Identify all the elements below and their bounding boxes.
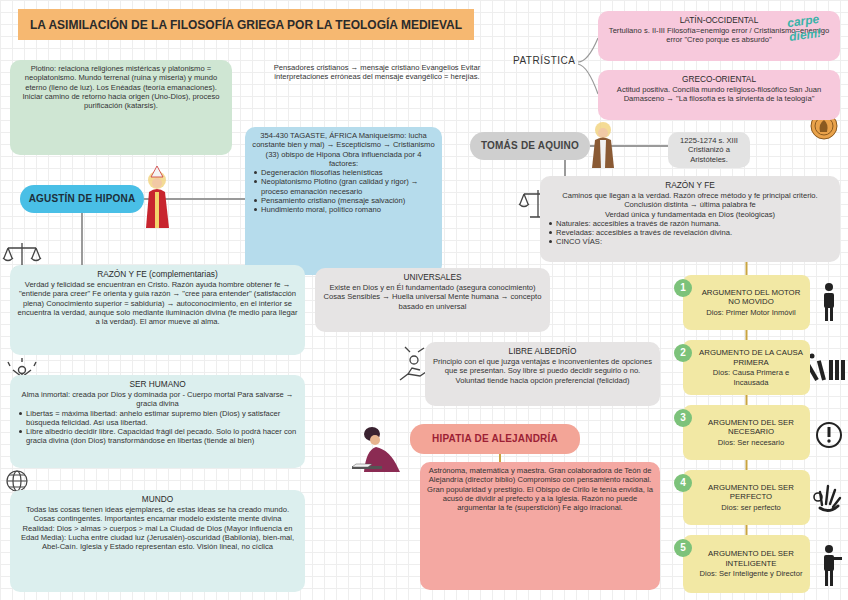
- box-heading: UNIVERSALES: [322, 272, 543, 282]
- box-text: Naturales: accesibles a través de razón …: [547, 219, 833, 228]
- box-heading: ARGUMENTO DE LA CAUSA PRIMERA: [699, 348, 803, 367]
- box-heading: LIBRE ALBEDRÍO: [432, 346, 653, 356]
- box-text: CINCO VÍAS:: [547, 237, 833, 246]
- domino-icon: [804, 354, 845, 382]
- text-box: RAZÓN Y FECaminos que llegan a la verdad…: [540, 176, 840, 262]
- box-text: Verdad y felicidad se encuentran en Cris…: [17, 280, 298, 326]
- box-text: HIPATIA DE ALEJANDRÍA: [417, 433, 573, 445]
- box-text: Degeneración filosofías helenísticas: [252, 168, 435, 177]
- callout-number: 5: [674, 539, 692, 557]
- hand-icon: [400, 347, 426, 380]
- bracket-line: [578, 38, 598, 94]
- box-heading: GRECO-ORIENTAL: [605, 74, 833, 84]
- connector-line: [500, 454, 501, 462]
- section-band: AGUSTÍN DE HIPONA: [20, 185, 144, 213]
- connector-line: [746, 525, 747, 535]
- box-text: Alma inmortal: creada por Dios y dominad…: [17, 390, 298, 409]
- box-heading: RAZÓN Y FE: [547, 180, 833, 190]
- box-text: Existe en Dios y en Él fundamentado (ase…: [322, 283, 543, 311]
- connector-line: [746, 330, 747, 340]
- title-band: LA ASIMILACIÓN DE LA FILOSOFÍA GRIEGA PO…: [18, 9, 474, 40]
- box-text: Actitud positiva. Concilia mundo religio…: [605, 85, 833, 104]
- box-text: Dios: Ser Inteligente y Director: [699, 569, 803, 578]
- argument-box: ARGUMENTO DEL SER INTELIGENTEDios: Ser I…: [683, 535, 810, 593]
- person-icon: [824, 283, 834, 321]
- box-text: Dios: Causa Primera e Incausada: [699, 368, 803, 387]
- connector-line: [746, 262, 747, 275]
- argument-box: ARGUMENTO DEL MOTOR NO MOVIDODios: Prime…: [683, 275, 810, 330]
- box-text: Libre albedrío decidir libre. Capacidad …: [17, 427, 298, 446]
- argument-box: ARGUMENTO DE LA CAUSA PRIMERADios: Causa…: [683, 340, 810, 395]
- box-text: Libertas = máxima libertad: anhelo estim…: [17, 409, 298, 428]
- text-box: SER HUMANOAlma inmortal: creada por Dios…: [10, 375, 305, 468]
- text-box: RAZÓN Y FE (complementarias)Verdad y fel…: [10, 265, 305, 355]
- text-box: MUNDOTodas las cosas tienen ideas ejempl…: [10, 490, 305, 592]
- box-text: Pensamiento cristiano (mensaje salvación…: [252, 196, 435, 205]
- text-box: Plotino: relaciona religiones mistéricas…: [10, 60, 232, 155]
- text-box: 1225-1274 s. XIII Cristianizó a Aristóte…: [668, 132, 750, 168]
- section-band: TOMÁS DE AQUINO: [470, 132, 590, 160]
- connector-path: [499, 454, 501, 462]
- box-text: Astrónoma, matemática y maestra. Gran co…: [427, 466, 653, 512]
- hand-icon: [814, 486, 840, 511]
- connector-path: [746, 330, 748, 340]
- box-text: Dios: Ser necesario: [699, 438, 803, 447]
- connector-line: [746, 460, 747, 470]
- box-heading: ARGUMENTO DEL SER PERFECTO: [699, 483, 803, 502]
- section-band: HIPATIA DE ALEJANDRÍA: [410, 424, 580, 454]
- callout-number: 1: [674, 279, 692, 297]
- text-box: Astrónoma, matemática y maestra. Gran co…: [420, 462, 660, 590]
- argument-box: ARGUMENTO DEL SER PERFECTODios: ser perf…: [683, 470, 810, 525]
- box-text: Dios: Primer Motor Inmóvil: [699, 308, 803, 317]
- text-box: GRECO-ORIENTALActitud positiva. Concilia…: [598, 70, 840, 120]
- text-box: LIBRE ALBEDRÍOPrincipio con el que juzga…: [425, 342, 660, 406]
- connector-path: [746, 525, 748, 535]
- box-text: 354-430 TAGASTE, ÁFRICA Maniqueísmo: luc…: [252, 131, 435, 168]
- connector-path: [81, 213, 83, 265]
- box-text: Caminos que llegan a la verdad. Razón of…: [547, 191, 833, 210]
- box-text: TOMÁS DE AQUINO: [477, 140, 583, 152]
- note-label: Pensadores cristianos → mensaje cristian…: [262, 63, 492, 82]
- box-text: Dios: ser perfecto: [699, 503, 803, 512]
- person-icon: [824, 545, 842, 586]
- connector-path: [746, 460, 748, 470]
- box-text: AGUSTÍN DE HIPONA: [27, 193, 137, 205]
- woman-figure: [352, 427, 400, 472]
- connector-path: [564, 160, 566, 176]
- box-text: Reveladas: accesibles a través de revela…: [547, 228, 833, 237]
- connector-line: [565, 160, 566, 176]
- callout-number: 4: [674, 474, 692, 492]
- callout-number: 3: [674, 409, 692, 427]
- box-heading: ARGUMENTO DEL SER INTELIGENTE: [699, 549, 803, 568]
- connector-path: [746, 262, 748, 275]
- box-text: 1225-1274 s. XIII Cristianizó a Aristóte…: [675, 136, 743, 164]
- saint-figure: [146, 166, 169, 228]
- note-label: PATRÍSTICA: [513, 55, 575, 66]
- callout-number: 2: [674, 344, 692, 362]
- box-text: Verdad única y fundamentada en Dios (teo…: [547, 210, 833, 219]
- saint-figure: [592, 122, 614, 168]
- box-heading: ARGUMENTO DEL SER NECESARIO: [699, 418, 803, 437]
- box-heading: MUNDO: [17, 494, 298, 504]
- connector-line: [746, 395, 747, 405]
- box-heading: SER HUMANO: [17, 379, 298, 389]
- box-heading: RAZÓN Y FE (complementarias): [17, 269, 298, 279]
- connector-line: [82, 213, 83, 265]
- box-text: Hundimiento moral, político romano: [252, 205, 435, 214]
- connector-path: [746, 395, 748, 405]
- argument-box: ARGUMENTO DEL SER NECESARIODios: Ser nec…: [683, 405, 810, 460]
- exclamation-icon: [817, 423, 841, 447]
- box-text: Neoplatonismo Plotino (gran calidad y ri…: [252, 177, 435, 196]
- box-heading: ARGUMENTO DEL MOTOR NO MOVIDO: [699, 288, 803, 307]
- globe-icon: [7, 471, 27, 491]
- box-text: Principio con el que juzga ventajas e in…: [432, 357, 653, 385]
- text-box: 354-430 TAGASTE, ÁFRICA Maniqueísmo: luc…: [245, 127, 442, 275]
- box-text: Todas las cosas tienen ideas ejemplares,…: [17, 505, 298, 551]
- text-box: UNIVERSALESExiste en Dios y en Él fundam…: [315, 268, 550, 332]
- box-text: Plotino: relaciona religiones mistéricas…: [17, 64, 225, 110]
